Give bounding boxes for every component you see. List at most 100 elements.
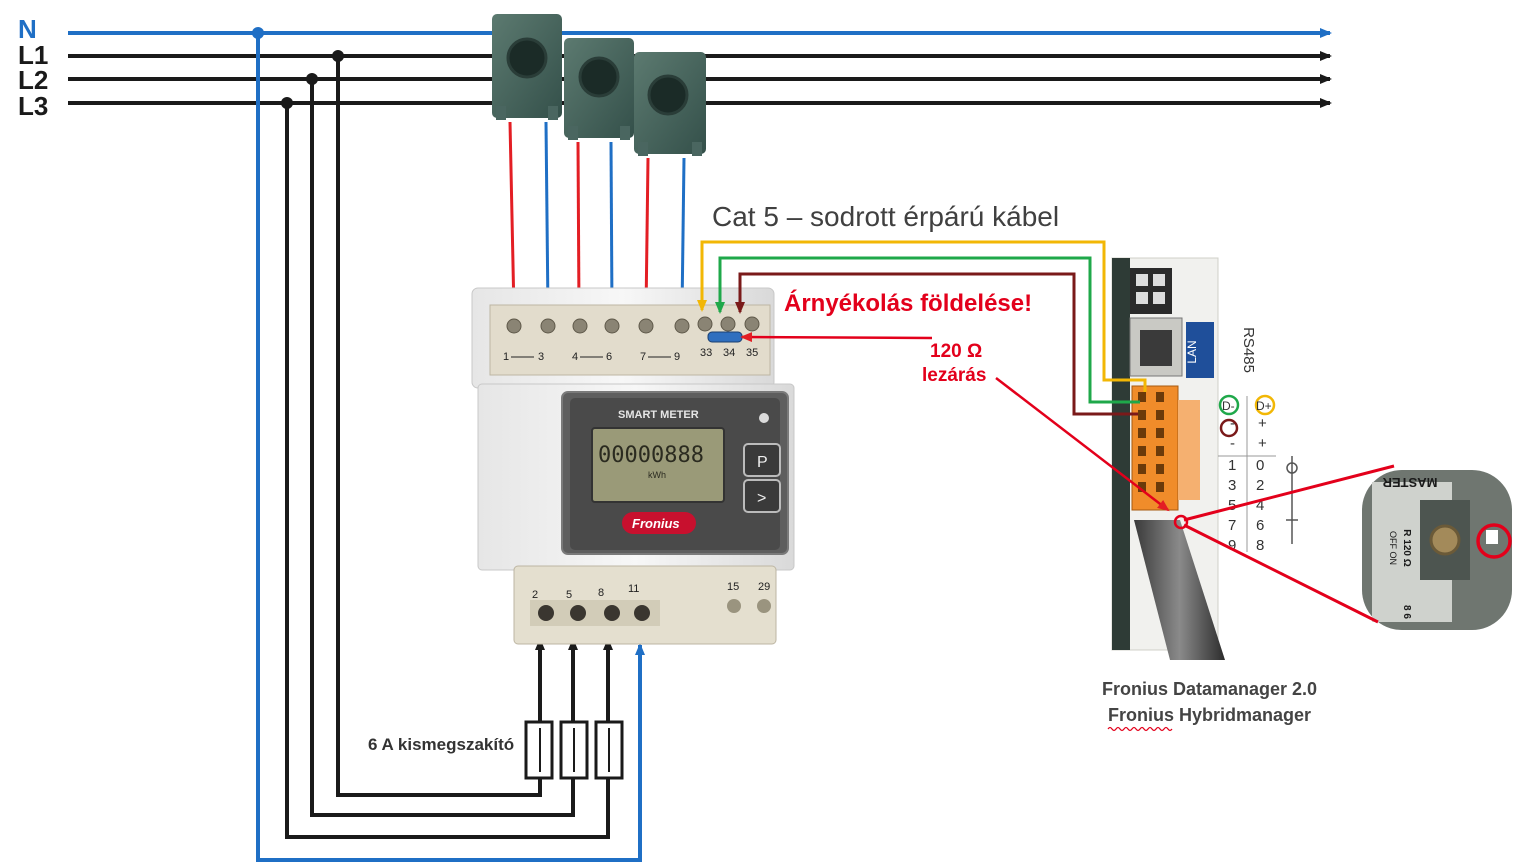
meter-button-p-label: P — [757, 454, 768, 471]
zoom-master-label: MASTER — [1382, 475, 1438, 490]
meter-bottom-screws — [538, 599, 771, 621]
terminal-29: 29 — [758, 581, 770, 593]
dm-switch-highlight — [1173, 514, 1189, 530]
l1-junction — [332, 50, 344, 62]
ct1-out-wire — [508, 121, 519, 314]
rs485-label: RS485 — [1240, 327, 1257, 373]
shield-wire — [735, 272, 1138, 416]
pin-row-3-left: 3 — [1228, 477, 1236, 494]
terminal-11: 11 — [628, 583, 639, 595]
meter-display-value: 00000888 — [598, 443, 704, 468]
meter-button-next-label: > — [757, 490, 766, 507]
pin-row-5-left: 7 — [1228, 517, 1236, 534]
pin-row-2-right: 0 — [1256, 457, 1264, 474]
pin-row-2-left: 1 — [1228, 457, 1236, 474]
pin-row-4-left: 5 — [1228, 497, 1236, 514]
l1-feed-wire — [336, 56, 545, 797]
zoom-switch-label: OFF ON — [1388, 531, 1398, 565]
neutral-feed-wire — [256, 33, 645, 862]
breaker-label: 6 A kismegszakító — [368, 735, 514, 754]
rs485-pinout: D- D+ - + - + 1 0 3 2 5 4 7 6 9 8 — [1218, 394, 1298, 554]
meter-button-p[interactable] — [743, 443, 781, 477]
zoom-r120-label: R 120 Ω — [1401, 529, 1412, 566]
ct3-out-wire — [641, 157, 652, 314]
terminal-3: 3 — [538, 351, 544, 363]
neutral-label: N — [18, 14, 37, 44]
device-name-line2: Fronius Hybridmanager — [1108, 705, 1311, 725]
rs485-terminal-block — [1131, 385, 1200, 511]
ct-l1 — [492, 14, 562, 120]
terminal-8: 8 — [598, 587, 604, 599]
cat5-cable — [1134, 520, 1225, 660]
l1-label: L1 — [18, 40, 48, 70]
pin-row-5-right: 6 — [1256, 517, 1264, 534]
pin-d-plus: D+ — [1256, 399, 1272, 413]
meter-top-screws — [506, 316, 760, 334]
meter-brand: Fronius — [632, 516, 680, 531]
lan-badge — [1186, 322, 1214, 378]
terminal-33: 33 — [700, 347, 712, 359]
d-plus-marker — [1254, 394, 1276, 416]
current-transformers — [492, 14, 706, 156]
terminal-6: 6 — [606, 351, 612, 363]
d-minus-wire — [715, 256, 1140, 404]
meter-brand-badge — [622, 512, 696, 534]
pin-row-4-right: 4 — [1256, 497, 1264, 514]
pin-row-1-left: - — [1230, 435, 1235, 452]
ct-l2 — [564, 38, 634, 140]
spellcheck-underline — [1107, 726, 1173, 732]
meter-bottom-terminal-labels: 2 5 8 11 15 29 — [532, 581, 770, 601]
pin-row-6-right: 8 — [1256, 537, 1264, 554]
terminal-5: 5 — [566, 589, 572, 601]
ct1-in-wire — [542, 121, 553, 314]
breakers: 6 A kismegszakító — [368, 720, 624, 780]
ct3-in-wire — [677, 157, 688, 314]
ct-wires — [508, 121, 688, 314]
shield-ground-label: Árnyékolás földelése! — [784, 289, 1032, 317]
l3-label: L3 — [18, 91, 48, 121]
terminal-7: 7 — [640, 351, 646, 363]
ct2-in-wire — [606, 141, 617, 314]
d-plus-wire — [697, 240, 1147, 392]
ct-l3 — [634, 52, 706, 156]
terminal-4: 4 — [572, 351, 578, 363]
terminal-35: 35 — [746, 347, 758, 359]
l3-junction — [281, 97, 293, 109]
shield-marker — [1219, 418, 1239, 438]
meter-display-unit: kWh — [648, 470, 666, 480]
pin-row-0-right: + — [1258, 415, 1267, 432]
pin-row-3-right: 2 — [1256, 477, 1264, 494]
meter-button-next[interactable] — [743, 479, 781, 513]
termination-resistor — [707, 331, 743, 343]
cable-label: Cat 5 – sodrott érpárú kábel — [712, 201, 1059, 232]
neutral-junction — [252, 27, 264, 39]
terminal-34: 34 — [723, 347, 735, 359]
meter-top-terminal-labels: 1 3 4 6 7 9 33 34 35 — [503, 347, 758, 363]
pin-d-minus: D- — [1222, 399, 1235, 413]
datamanager: LAN RS485 D- D+ - + — [1111, 257, 1298, 660]
pin-row-0-left: - — [1230, 415, 1235, 432]
meter-title: SMART METER — [618, 409, 699, 421]
d-minus-marker — [1218, 394, 1240, 416]
device-name-line1: Fronius Datamanager 2.0 — [1102, 679, 1317, 699]
zoom-inset: MASTER R 120 Ω OFF ON 8 6 — [1362, 470, 1512, 630]
smart-meter: SMART METER 00000888 kWh P > Fronius — [471, 287, 795, 645]
meter-lcd — [591, 427, 725, 503]
termination-pointer — [995, 377, 1170, 512]
lan-label: LAN — [1185, 340, 1199, 363]
termination-value-label: 120 Ω — [930, 341, 982, 362]
l2-label: L2 — [18, 65, 48, 95]
pin-row-6-left: 9 — [1228, 537, 1236, 554]
pin-row-1-right: + — [1258, 435, 1267, 452]
rs485-wires — [697, 240, 1147, 416]
shield-pointer — [740, 332, 933, 343]
zoom-pointer-lines — [1183, 464, 1395, 624]
l2-junction — [306, 73, 318, 85]
zoom-pins-label: 8 6 — [1401, 605, 1412, 619]
ct2-out-wire — [573, 141, 584, 314]
terminal-15: 15 — [727, 581, 739, 593]
terminal-2: 2 — [532, 589, 538, 601]
terminal-9: 9 — [674, 351, 680, 363]
termination-word-label: lezárás — [922, 365, 986, 386]
